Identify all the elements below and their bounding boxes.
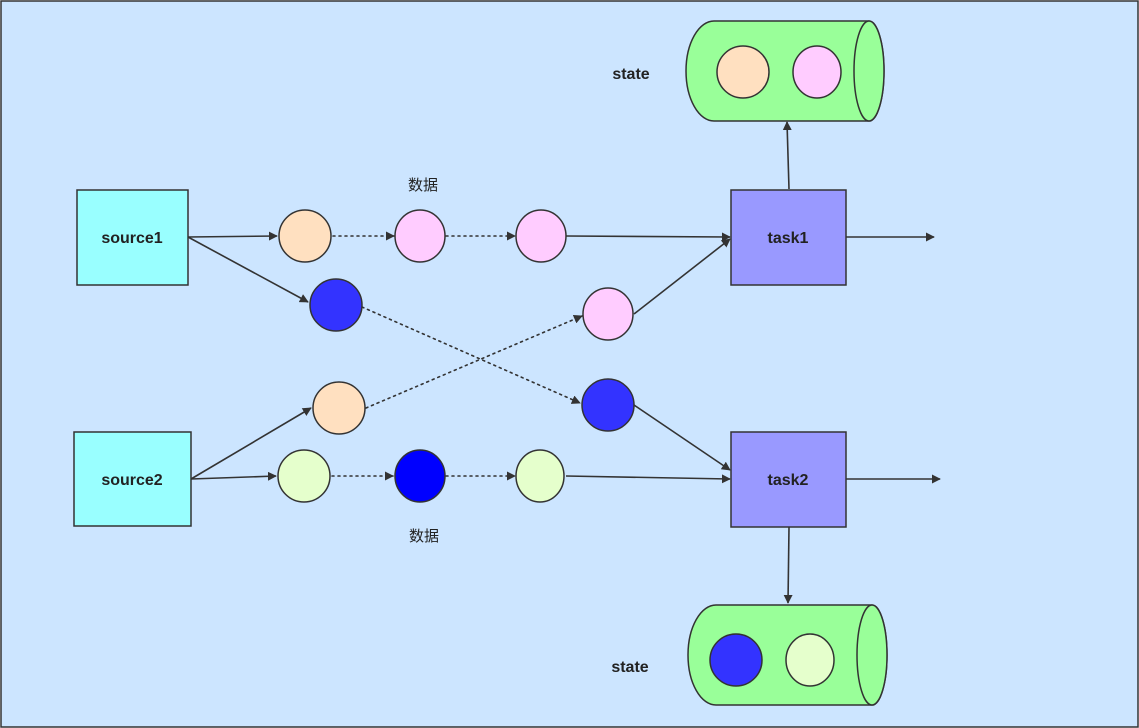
edge-source1-to-peach: [187, 231, 278, 241]
edge-source2-to-peach: [190, 407, 312, 480]
edge-pink-to-task1: [565, 232, 731, 242]
edge-task1-to-state: [782, 121, 792, 190]
token-blue-top: [309, 278, 363, 332]
state-top-token-peach: [716, 45, 770, 99]
state-store-bottom: [687, 604, 888, 706]
token-green-bottom-2: [515, 449, 565, 503]
edges: [187, 121, 941, 604]
edge-source2-to-green: [190, 471, 277, 481]
state-label-top: state: [612, 66, 649, 83]
state-store-top: [685, 20, 885, 122]
task1-node[interactable]: task1: [730, 189, 847, 286]
state-label-bottom: state: [611, 659, 648, 676]
source2-label: source2: [101, 472, 162, 489]
token-peach-bottom: [312, 381, 366, 435]
data-label-top: 数据: [408, 176, 438, 194]
state-cylinder-top-cap: [853, 20, 885, 122]
token-blue-cross: [581, 378, 635, 432]
task1-label: task1: [768, 230, 809, 247]
task2-node[interactable]: task2: [730, 431, 847, 528]
token-pink-top-1: [394, 209, 446, 263]
source1-node[interactable]: source1: [76, 189, 189, 286]
edge-task2-to-state: [783, 526, 793, 604]
data-tokens: [277, 209, 635, 503]
token-pink-cross: [582, 287, 634, 341]
edge-blue-to-blue-cross: [361, 306, 581, 404]
edge-source1-to-blue: [187, 236, 309, 303]
data-label-bottom: 数据: [409, 527, 439, 545]
source1-label: source1: [101, 230, 162, 247]
edge-green-to-task2: [565, 474, 731, 484]
source2-node[interactable]: source2: [73, 431, 192, 527]
state-top-token-pink: [792, 45, 842, 99]
edge-blue-to-task2: [633, 404, 731, 471]
state-cylinder-bottom-cap: [856, 604, 888, 706]
task2-label: task2: [768, 472, 809, 489]
token-pink-top-2: [515, 209, 567, 263]
token-green-bottom-1: [277, 449, 331, 503]
state-bottom-token-blue: [709, 633, 763, 687]
token-peach-top: [278, 209, 332, 263]
edge-pink-to-task1-diag: [633, 238, 731, 315]
token-deepblue-bottom: [394, 449, 446, 503]
state-bottom-token-green: [785, 633, 835, 687]
